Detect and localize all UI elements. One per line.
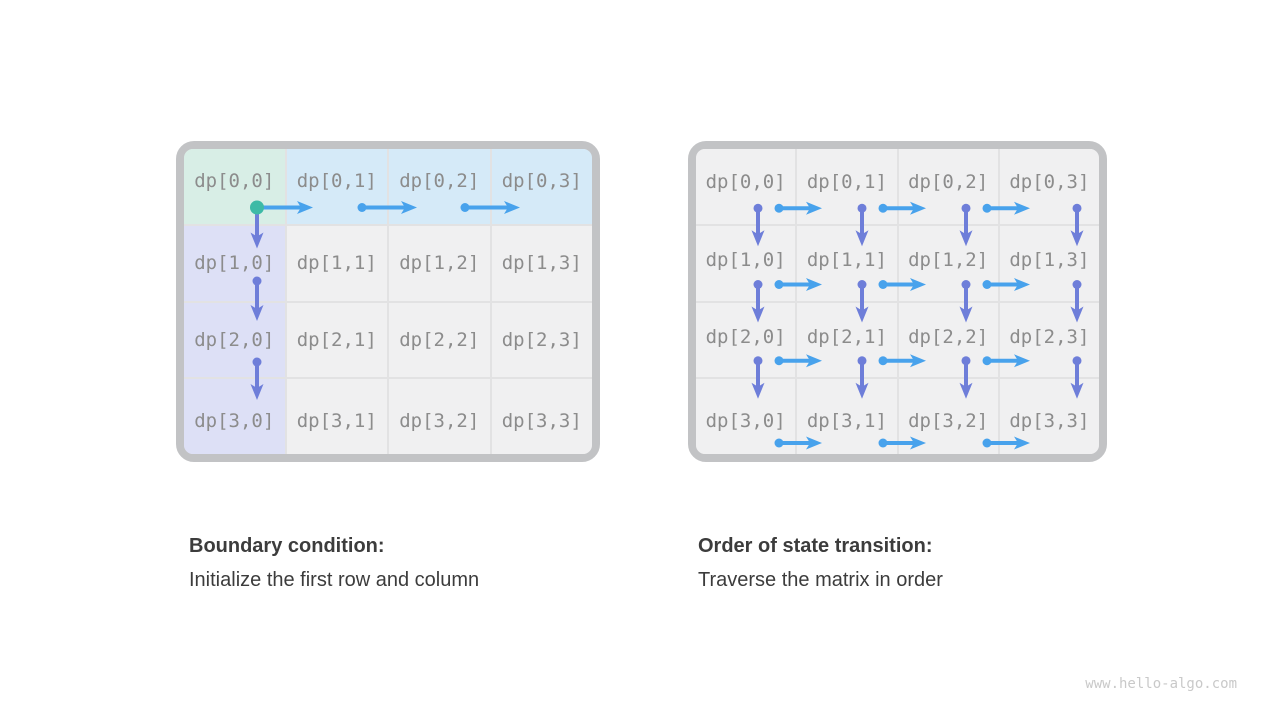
matrix-frame-right: dp[0,0] dp[0,1] dp[0,2] dp[0,3] dp[1,0] dp[1,… xyxy=(688,141,1107,462)
cell-label: dp[2,2] xyxy=(399,328,480,351)
grid-cell-2-2: dp[2,2] xyxy=(898,302,998,378)
grid-cell-0-1: dp[0,1] xyxy=(797,149,897,224)
grid-cell-3-1: dp[3,1] xyxy=(797,379,897,454)
grid-cell-2-0: dp[2,0] xyxy=(696,302,796,378)
cell-label: dp[1,1] xyxy=(296,252,377,275)
caption-boundary-condition: Boundary condition: Initialize the first… xyxy=(189,529,609,597)
grid-cell-3-2: dp[3,2] xyxy=(898,379,998,454)
cell-label: dp[0,0] xyxy=(705,171,786,194)
grid-cell-2-1: dp[2,1] xyxy=(286,302,387,378)
cell-label: dp[2,3] xyxy=(501,328,582,351)
grid-cell-2-1: dp[2,1] xyxy=(797,302,897,378)
cell-label: dp[2,0] xyxy=(705,325,786,348)
grid-cell-3-0: dp[3,0] xyxy=(184,379,285,454)
grid-cell-3-0: dp[3,0] xyxy=(696,379,796,454)
cell-label: dp[1,2] xyxy=(399,252,480,275)
panel-boundary-condition: dp[0,0] dp[0,1] dp[0,2] dp[0,3] dp[1,0] dp[1,… xyxy=(176,141,600,591)
grid-cell-1-0: dp[1,0] xyxy=(696,225,796,301)
cell-label: dp[2,1] xyxy=(296,328,377,351)
cell-label: dp[0,1] xyxy=(806,171,887,194)
cell-label: dp[1,1] xyxy=(806,249,887,272)
cell-label: dp[3,2] xyxy=(908,409,989,432)
dp-matrix-left: dp[0,0] dp[0,1] dp[0,2] dp[0,3] dp[1,0] dp[1,… xyxy=(184,149,592,454)
grid-cell-0-0: dp[0,0] xyxy=(184,149,285,224)
cell-label: dp[1,3] xyxy=(1009,249,1090,272)
cell-label: dp[0,1] xyxy=(296,170,377,193)
cell-label: dp[1,3] xyxy=(501,252,582,275)
dp-matrix-right: dp[0,0] dp[0,1] dp[0,2] dp[0,3] dp[1,0] dp[1,… xyxy=(696,149,1099,454)
grid-cell-1-1: dp[1,1] xyxy=(286,225,387,301)
grid-cell-1-2: dp[1,2] xyxy=(389,225,490,301)
grid-cell-3-1: dp[3,1] xyxy=(286,379,387,454)
cell-label: dp[0,2] xyxy=(908,171,989,194)
grid-cell-0-2: dp[0,2] xyxy=(389,149,490,224)
cell-label: dp[0,2] xyxy=(399,170,480,193)
cell-label: dp[2,2] xyxy=(908,325,989,348)
cell-label: dp[3,3] xyxy=(1009,409,1090,432)
caption-title: Order of state transition: xyxy=(698,535,933,557)
caption-state-transition: Order of state transition: Traverse the … xyxy=(698,529,1118,597)
grid-cell-3-2: dp[3,2] xyxy=(389,379,490,454)
grid-cell-3-3: dp[3,3] xyxy=(491,379,592,454)
grid-cell-2-2: dp[2,2] xyxy=(389,302,490,378)
panel-state-transition: dp[0,0] dp[0,1] dp[0,2] dp[0,3] dp[1,0] dp[1,… xyxy=(688,141,1107,591)
grid-cell-2-3: dp[2,3] xyxy=(999,302,1099,378)
matrix-frame-left: dp[0,0] dp[0,1] dp[0,2] dp[0,3] dp[1,0] dp[1,… xyxy=(176,141,600,462)
cell-label: dp[0,3] xyxy=(501,170,582,193)
cell-label: dp[1,0] xyxy=(194,252,275,275)
cell-label: dp[3,0] xyxy=(194,409,275,432)
grid-cell-0-3: dp[0,3] xyxy=(999,149,1099,224)
grid-cell-0-3: dp[0,3] xyxy=(491,149,592,224)
cell-label: dp[3,0] xyxy=(705,409,786,432)
cell-label: dp[3,1] xyxy=(296,409,377,432)
caption-subtitle: Traverse the matrix in order xyxy=(698,569,943,591)
cell-label: dp[3,2] xyxy=(399,409,480,432)
cell-label: dp[0,3] xyxy=(1009,171,1090,194)
grid-cell-2-3: dp[2,3] xyxy=(491,302,592,378)
cell-label: dp[0,0] xyxy=(194,170,275,193)
grid-cell-1-0: dp[1,0] xyxy=(184,225,285,301)
cell-label: dp[2,3] xyxy=(1009,325,1090,348)
caption-subtitle: Initialize the first row and column xyxy=(189,569,480,591)
caption-title: Boundary condition: xyxy=(189,535,385,557)
cell-label: dp[2,1] xyxy=(806,325,887,348)
grid-cell-0-2: dp[0,2] xyxy=(898,149,998,224)
grid-cell-2-0: dp[2,0] xyxy=(184,302,285,378)
grid-cell-1-2: dp[1,2] xyxy=(898,225,998,301)
cell-label: dp[1,2] xyxy=(908,249,989,272)
grid-cell-1-3: dp[1,3] xyxy=(491,225,592,301)
grid-cell-0-1: dp[0,1] xyxy=(286,149,387,224)
grid-cell-0-0: dp[0,0] xyxy=(696,149,796,224)
cell-label: dp[2,0] xyxy=(194,328,275,351)
cell-label: dp[3,3] xyxy=(501,409,582,432)
grid-cell-3-3: dp[3,3] xyxy=(999,379,1099,454)
cell-label: dp[3,1] xyxy=(806,409,887,432)
grid-cell-1-1: dp[1,1] xyxy=(797,225,897,301)
cell-label: dp[1,0] xyxy=(705,249,786,272)
watermark: www.hello-algo.com xyxy=(1085,676,1237,692)
grid-cell-1-3: dp[1,3] xyxy=(999,225,1099,301)
